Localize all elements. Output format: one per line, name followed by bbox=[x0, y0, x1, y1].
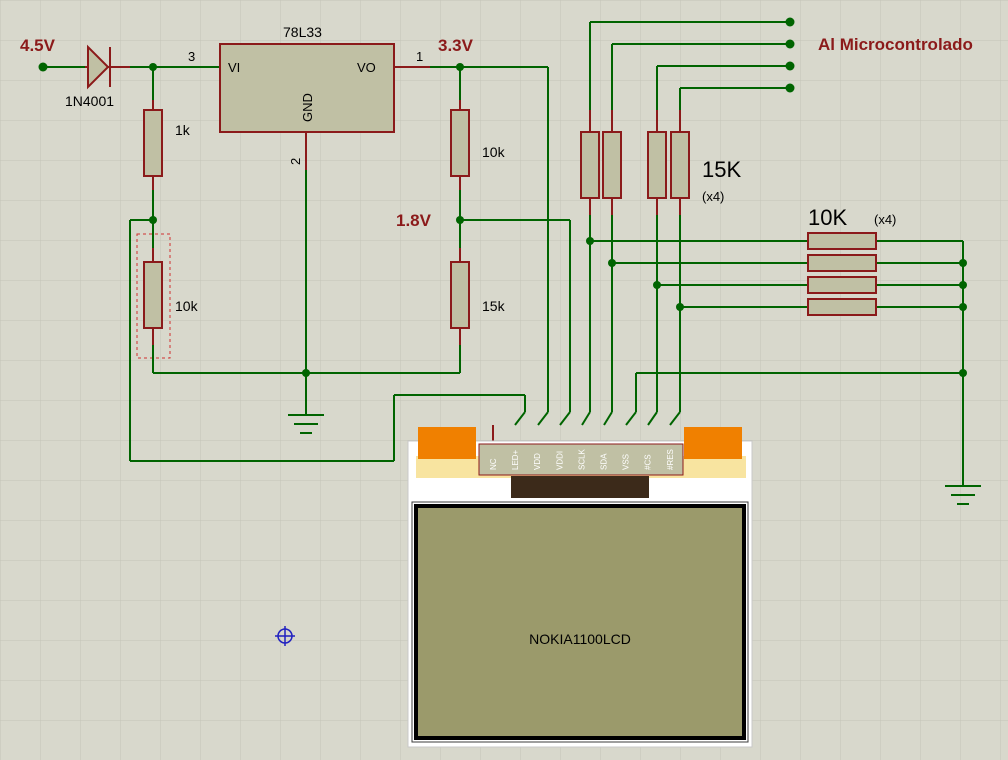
lcd-pin-label: VDDI bbox=[555, 451, 564, 470]
pin-number-1: 1 bbox=[416, 49, 423, 64]
lcd-pin-label: SDA bbox=[600, 453, 609, 470]
resistor-10k-3[interactable] bbox=[807, 276, 877, 294]
junction bbox=[676, 303, 684, 311]
wire-vdd bbox=[537, 411, 549, 426]
lcd-pin-label: SCLK bbox=[577, 448, 586, 470]
junction bbox=[653, 281, 661, 289]
resistor-15k-1[interactable] bbox=[580, 110, 600, 215]
pin-number-2: 2 bbox=[288, 158, 303, 165]
resistor-1k[interactable] bbox=[143, 100, 163, 190]
wire-vddi bbox=[559, 411, 571, 426]
label-10k-divider: 10k bbox=[482, 144, 506, 160]
micro-terminal-1[interactable] bbox=[785, 17, 795, 27]
label-4.5v: 4.5V bbox=[20, 36, 56, 55]
resistor-10k-4[interactable] bbox=[807, 298, 877, 316]
junction bbox=[959, 281, 967, 289]
resistor-10k-2[interactable] bbox=[807, 254, 877, 272]
lcd-screen bbox=[414, 504, 746, 740]
wire-vss bbox=[625, 411, 637, 426]
lcd-pin-label: LED+ bbox=[511, 449, 520, 470]
label-vo: VO bbox=[357, 60, 376, 75]
junction bbox=[586, 237, 594, 245]
label-gnd: GND bbox=[300, 93, 315, 122]
label-15k-divider: 15k bbox=[482, 298, 506, 314]
pulldown-wires bbox=[590, 240, 964, 480]
lcd-pin-label: VSS bbox=[622, 454, 631, 470]
resistor-10k-divider[interactable] bbox=[450, 100, 470, 190]
resistor-15k-2[interactable] bbox=[602, 110, 622, 215]
pin-number-3: 3 bbox=[188, 49, 195, 64]
label-microcontroller: Al Microcontrolado bbox=[818, 35, 973, 54]
junction bbox=[959, 303, 967, 311]
lcd-pin-label: VDD bbox=[533, 453, 542, 470]
ground-symbol-left bbox=[288, 414, 324, 434]
lcd-module[interactable] bbox=[407, 427, 753, 748]
lcd-connector bbox=[478, 443, 684, 476]
label-lcd-name: NOKIA1100LCD bbox=[529, 631, 631, 647]
lcd-pin-label: #RES bbox=[666, 449, 675, 470]
lcd-tab-right bbox=[684, 427, 742, 459]
label-1n4001: 1N4001 bbox=[65, 93, 114, 109]
lcd-pin-label: NC bbox=[489, 458, 498, 470]
micro-terminals bbox=[589, 21, 790, 110]
micro-terminal-4[interactable] bbox=[785, 83, 795, 93]
signal-wires bbox=[581, 215, 681, 426]
label-vi: VI bbox=[228, 60, 240, 75]
lcd-flex bbox=[511, 476, 649, 498]
junction bbox=[608, 259, 616, 267]
label-3.3v: 3.3V bbox=[438, 36, 474, 55]
origin-marker-icon bbox=[275, 626, 295, 646]
lcd-tab-left bbox=[418, 427, 476, 459]
label-10k-pot: 10k bbox=[175, 298, 199, 314]
micro-terminal-2[interactable] bbox=[785, 39, 795, 49]
micro-terminal-3[interactable] bbox=[785, 61, 795, 71]
lcd-pin-label: #CS bbox=[644, 454, 653, 470]
ground-symbol-right bbox=[945, 480, 981, 505]
label-15k-count: (x4) bbox=[702, 189, 724, 204]
resistor-15k-divider[interactable] bbox=[450, 248, 470, 345]
regulator-78l33[interactable] bbox=[219, 43, 395, 133]
resistor-10k-1[interactable] bbox=[807, 232, 877, 250]
resistor-15k-4[interactable] bbox=[670, 110, 690, 215]
label-1.8v: 1.8V bbox=[396, 211, 432, 230]
wire-led bbox=[514, 411, 526, 426]
label-78l33: 78L33 bbox=[283, 24, 322, 40]
diode-1n4001[interactable] bbox=[85, 44, 130, 90]
junction bbox=[959, 259, 967, 267]
label-10k-array: 10K bbox=[808, 205, 847, 230]
label-10k-count: (x4) bbox=[874, 212, 896, 227]
junction bbox=[302, 369, 310, 377]
lcd-pin-labels: NC LED+ VDD VDDI SCLK SDA VSS #CS #RES bbox=[489, 448, 675, 470]
resistor-10k-pot[interactable] bbox=[136, 233, 171, 359]
label-1k: 1k bbox=[175, 122, 191, 138]
resistor-15k-3[interactable] bbox=[647, 110, 667, 215]
label-15k-array: 15K bbox=[702, 157, 741, 182]
